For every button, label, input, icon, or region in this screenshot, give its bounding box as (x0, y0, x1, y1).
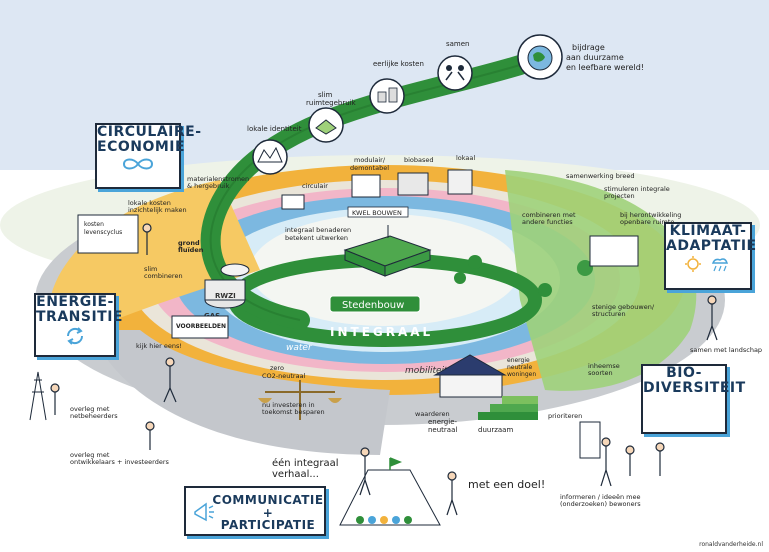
priority-stairs (478, 396, 538, 420)
note-informeren: informeren / ideeën mee (onderzoeken) be… (560, 493, 641, 509)
balance-scale-icon (258, 380, 342, 420)
note-inheemse-soorten: inheemse soorten (588, 362, 620, 378)
energie-transitie-title: ENERGIE- TRANSITIE (36, 294, 123, 325)
communicatie-participatie-box: COMMUNICATIE + PARTICIPATIE (184, 486, 326, 536)
label-prioriteren: prioriteren (548, 412, 582, 420)
note-kijk-hier: kijk hier eens! (136, 342, 182, 350)
lokale-identiteit-icon (252, 139, 288, 175)
globe-icon (517, 34, 563, 80)
note-overleg-ontwikkelaars: overleg met ontwikkelaars + investeerder… (70, 451, 169, 467)
label-samen: samen (446, 40, 470, 48)
megaphone-icon (194, 502, 214, 522)
circulaire-economie-title: CIRCULAIRE- ECONOMIE (97, 124, 202, 155)
people (50, 223, 718, 516)
label-integraal: INTEGRAAL (330, 325, 433, 339)
note-lokale-kosten: lokale kosten inzichtelijk maken (128, 199, 187, 215)
levenscyclus-board (77, 214, 139, 254)
label-lokale-identiteit: lokale identiteit (247, 125, 302, 133)
label-duurzaam: duurzaam (478, 426, 513, 434)
credit: ronaldvanderheide.nl (699, 541, 763, 548)
kwel-bouwen-sign (347, 206, 409, 218)
green-wedge (505, 170, 697, 391)
met-een-doel: met een doel! (468, 478, 546, 491)
note-stenige-gebouwen: stenige gebouwen/ structuren (592, 303, 655, 319)
note-stimuleren: stimuleren integrale projecten (604, 185, 670, 201)
label-circulair: circulair (302, 182, 328, 190)
note-bij-herontwikkeling: bij herontwikkeling openbare ruimte (620, 211, 682, 227)
building-icons (281, 169, 473, 210)
note-samenwerking: samenwerking breed (566, 172, 635, 180)
klimaat-adaptatie-box: KLIMAAT- ADAPTATIE (664, 222, 757, 290)
note-grond-fluiden: grond fluïden (178, 239, 204, 255)
circulaire-economie-box: CIRCULAIRE- ECONOMIE (95, 123, 202, 189)
flow-board (339, 457, 441, 526)
recycle-arrows-icon (66, 327, 84, 346)
sun-rain-icon (685, 256, 729, 273)
center-plaza-buildings (343, 225, 432, 277)
klimaat-board (589, 235, 639, 267)
label-water: water (286, 343, 313, 353)
note-investeren: nu investeren in toekomst besparen (262, 401, 325, 417)
label-voorbeelden: VOORBEELDEN (176, 323, 226, 330)
label-energie-neutraal: energie-neutraal (428, 418, 457, 434)
note-combineren-functies: combineren met andere functies (522, 211, 576, 227)
label-rwzi: RWZI (215, 292, 236, 300)
biodiversiteit-title: BIO- DIVERSITEIT (643, 365, 746, 396)
note-slim-combineren: slim combineren (144, 265, 183, 281)
stedenbouw-sign (329, 295, 421, 313)
label-modulair: modulair/demontabel (350, 156, 389, 172)
label-kwel-bouwen: KWEL BOUWEN (352, 209, 402, 217)
klimaat-adaptatie-title: KLIMAAT- ADAPTATIE (666, 223, 757, 254)
label-biobased: biobased (404, 156, 434, 164)
een-integraal-verhaal: één integraal verhaal... (272, 458, 339, 480)
energie-transitie-box: ENERGIE- TRANSITIE (34, 293, 123, 357)
biodiversiteit-box: BIO- DIVERSITEIT (641, 364, 746, 434)
energy-neutral-house-icon (433, 354, 507, 398)
note-overleg-netbeheerders: overleg met netbeheerders (70, 405, 118, 421)
voorbeelden-board (171, 315, 229, 339)
label-lokaal: lokaal (456, 154, 475, 162)
note-samen-landschap: samen met landschap (690, 346, 763, 354)
note-materialenstromen: materialenstromen & hergebruik (187, 175, 250, 191)
infinity-icon (122, 158, 154, 170)
label-waarderen: waarderen (415, 410, 450, 418)
samen-icon (437, 55, 473, 91)
rwzi-gas-tanks (204, 263, 250, 309)
slim-ruimtegebruik-icon (308, 107, 344, 143)
eerlijke-kosten-icon (369, 78, 405, 114)
flipchart (579, 421, 601, 459)
power-pylon-icon (29, 371, 47, 421)
label-stedenbouw: Stedenbouw (342, 300, 404, 311)
label-eerlijke-kosten: eerlijke kosten (373, 60, 424, 68)
gray-wedge (90, 330, 390, 455)
communicatie-participatie-title: COMMUNICATIE + PARTICIPATIE (212, 493, 324, 533)
label-mobiliteit: mobiliteit (405, 366, 448, 376)
